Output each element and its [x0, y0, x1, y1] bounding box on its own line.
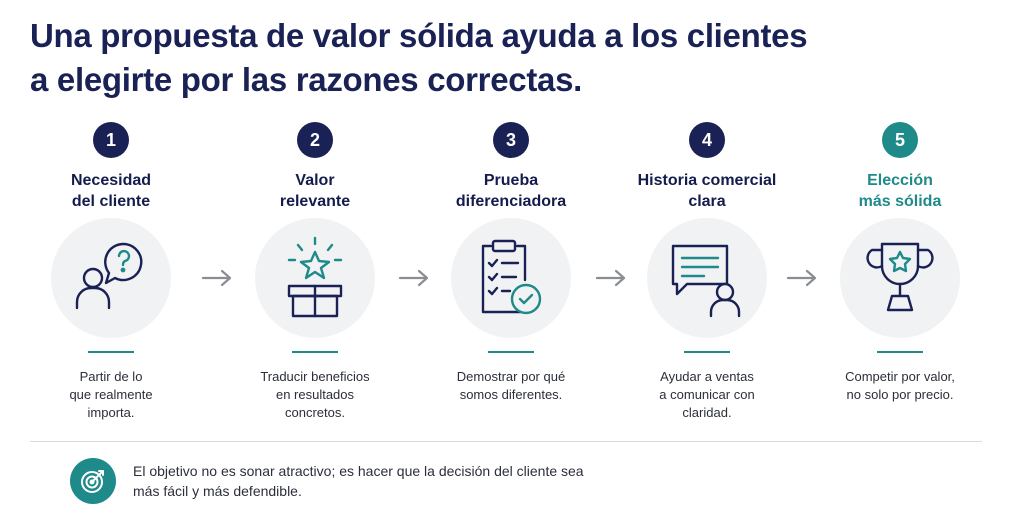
divider — [30, 441, 982, 442]
step-title: Historia comercial clara — [622, 170, 792, 218]
steps-row: 1 Necesidad del cliente Partir de lo que… — [0, 122, 1024, 432]
target-icon — [70, 458, 116, 504]
step-title-line: Necesidad — [70, 172, 152, 189]
step-title: Valor relevante — [230, 170, 400, 218]
step-desc-line: Partir de lo — [79, 369, 143, 384]
step-title: Prueba diferenciadora — [426, 170, 596, 218]
footer-line-2: más fácil y más defendible. — [133, 483, 302, 499]
step-title-line: del cliente — [71, 193, 151, 210]
step-title: Elección más sólida — [815, 170, 985, 218]
person-message-icon — [671, 244, 741, 318]
step-title-line: Valor — [295, 172, 335, 189]
step-title: Necesidad del cliente — [26, 170, 196, 218]
clipboard-check-icon — [481, 239, 542, 315]
step-desc-line: que realmente — [69, 387, 153, 402]
step-desc-line: somos diferentes. — [459, 387, 563, 402]
step-underline — [877, 351, 923, 353]
arrow-right-icon — [595, 269, 626, 287]
step-2: 2 Valor relevante Traducir beneficios en… — [230, 122, 400, 422]
step-icon-circle — [255, 218, 375, 338]
step-icon-circle — [647, 218, 767, 338]
title-line-1: Una propuesta de valor sólida ayuda a lo… — [30, 17, 808, 54]
step-icon-circle — [51, 218, 171, 338]
step-underline — [292, 351, 338, 353]
step-description: Competir por valor, no solo por precio. — [815, 368, 985, 404]
step-number-badge: 4 — [689, 122, 725, 158]
step-title-line: clara — [688, 193, 726, 210]
step-title-line: más sólida — [858, 193, 942, 210]
footer-line-1: El objetivo no es sonar atractivo; es ha… — [133, 463, 584, 479]
step-5: 5 Elección más sólida Competir por valor… — [815, 122, 985, 404]
title-line-2: a elegirte por las razones correctas. — [30, 61, 582, 98]
step-title-line: Elección — [867, 172, 933, 189]
footer-note: El objetivo no es sonar atractivo; es ha… — [133, 461, 584, 501]
step-desc-line: en resultados — [275, 387, 355, 402]
step-underline — [488, 351, 534, 353]
step-title-line: diferenciadora — [455, 193, 567, 210]
step-title-line: Historia comercial — [637, 172, 777, 189]
step-underline — [684, 351, 730, 353]
step-number-badge: 2 — [297, 122, 333, 158]
step-desc-line: a comunicar con — [659, 387, 755, 402]
step-1: 1 Necesidad del cliente Partir de lo que… — [26, 122, 196, 422]
step-description: Demostrar por qué somos diferentes. — [426, 368, 596, 404]
step-desc-line: concretos. — [285, 405, 345, 420]
step-icon-circle — [840, 218, 960, 338]
arrow-right-icon — [398, 269, 429, 287]
step-desc-line: Demostrar por qué — [456, 369, 566, 384]
person-question-icon — [75, 242, 143, 310]
arrow-right-icon — [786, 269, 817, 287]
step-desc-line: importa. — [87, 405, 135, 420]
step-title-line: relevante — [279, 193, 351, 210]
step-number-badge: 1 — [93, 122, 129, 158]
step-underline — [88, 351, 134, 353]
gift-star-icon — [287, 236, 343, 318]
page-title: Una propuesta de valor sólida ayuda a lo… — [30, 14, 930, 102]
step-icon-circle — [451, 218, 571, 338]
step-desc-line: Traducir beneficios — [260, 369, 370, 384]
step-desc-line: Competir por valor, — [845, 369, 955, 384]
arrow-right-icon — [201, 269, 232, 287]
step-desc-line: no solo por precio. — [846, 387, 954, 402]
step-desc-line: Ayudar a ventas — [660, 369, 754, 384]
step-desc-line: claridad. — [682, 405, 732, 420]
step-number-badge: 3 — [493, 122, 529, 158]
step-description: Traducir beneficios en resultados concre… — [230, 368, 400, 422]
step-description: Ayudar a ventas a comunicar con claridad… — [622, 368, 792, 422]
step-title-line: Prueba — [483, 172, 539, 189]
step-number-badge: 5 — [882, 122, 918, 158]
step-description: Partir de lo que realmente importa. — [26, 368, 196, 422]
step-4: 4 Historia comercial clara Ayudar a vent… — [622, 122, 792, 422]
trophy-star-icon — [866, 242, 934, 312]
step-3: 3 Prueba diferenciadora Demostrar por qu… — [426, 122, 596, 404]
